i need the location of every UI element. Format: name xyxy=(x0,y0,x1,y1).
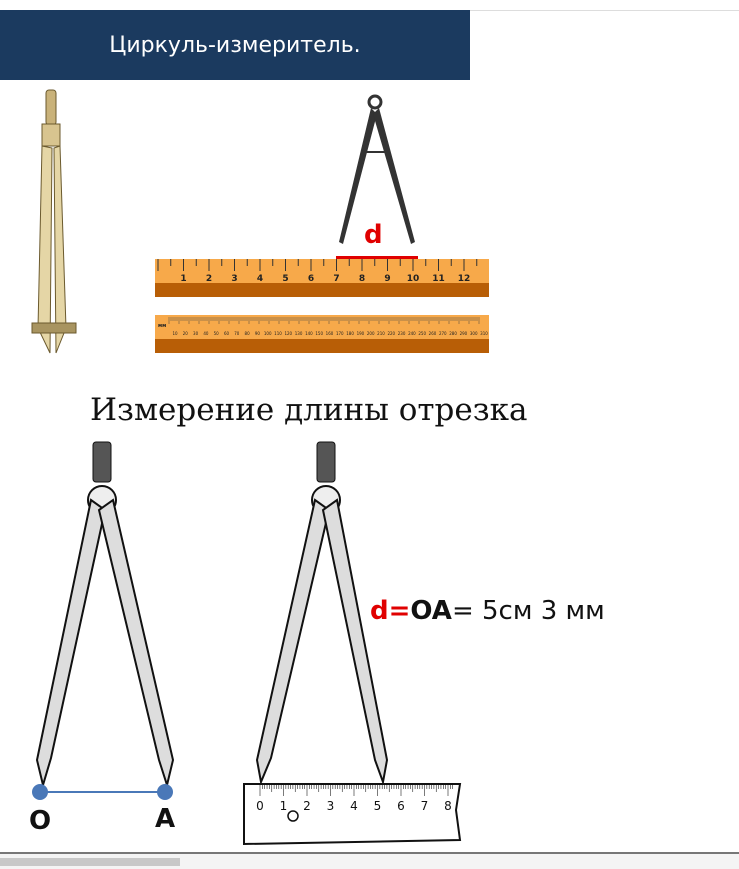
tick-label: 50 xyxy=(214,331,220,336)
tick-label: 1 xyxy=(280,799,288,813)
closed-compass-image xyxy=(31,89,77,354)
tick-label: 240 xyxy=(408,331,416,336)
tick-label: 130 xyxy=(295,331,303,336)
tick-label: 3 xyxy=(231,274,237,284)
tick-label: 4 xyxy=(350,799,358,813)
divider xyxy=(470,10,739,11)
ruler-body xyxy=(155,259,489,283)
tick-label: 60 xyxy=(224,331,230,336)
tick-label: 220 xyxy=(387,331,395,336)
tick-label: 2 xyxy=(303,799,311,813)
tick-label: 7 xyxy=(333,274,339,284)
tick-label: 110 xyxy=(274,331,282,336)
tick-label: 180 xyxy=(346,331,354,336)
tick-label: 140 xyxy=(305,331,313,336)
distance-label-d: d xyxy=(364,220,383,250)
tick-label: 0 xyxy=(256,799,264,813)
formula-d: d= xyxy=(370,596,411,626)
tick-label: 6 xyxy=(308,274,314,284)
formula-value: = 5см 3 мм xyxy=(451,596,605,626)
unit-label: мм xyxy=(158,323,166,329)
formula-oa: OA xyxy=(410,596,452,626)
tick-label: 160 xyxy=(326,331,334,336)
tick-label: 120 xyxy=(284,331,292,336)
tick-label: 40 xyxy=(203,331,209,336)
ruler-body xyxy=(243,783,462,846)
tick-label: 290 xyxy=(460,331,468,336)
tick-label: 12 xyxy=(458,274,471,284)
section-heading: Измерение длины отрезка xyxy=(90,392,528,428)
tick-label: 280 xyxy=(449,331,457,336)
tick-label: 230 xyxy=(398,331,406,336)
measurement-formula: d=OA= 5см 3 мм xyxy=(370,596,605,626)
measuring-ruler: 0 1 2 3 4 5 6 7 8 xyxy=(243,783,462,846)
tick-label: 1 xyxy=(180,274,186,284)
slide-title-banner: Циркуль-измеритель. xyxy=(0,10,470,80)
tick-label: 11 xyxy=(432,274,445,284)
tick-label: 4 xyxy=(257,274,263,284)
tick-label: 8 xyxy=(444,799,452,813)
tick-label: 2 xyxy=(206,274,212,284)
tick-label: 8 xyxy=(359,274,365,284)
scrollbar-thumb[interactable] xyxy=(0,858,180,866)
point-o-label: O xyxy=(29,806,52,836)
point-a-label: A xyxy=(155,804,176,834)
tick-label: 3 xyxy=(327,799,335,813)
ruler-body xyxy=(155,315,489,339)
tick-label: 80 xyxy=(245,331,251,336)
tick-label: 200 xyxy=(367,331,375,336)
distance-segment xyxy=(336,256,418,260)
tick-label: 300 xyxy=(470,331,478,336)
tick-label: 30 xyxy=(193,331,199,336)
horizontal-scrollbar[interactable] xyxy=(0,852,739,869)
ruler-hole xyxy=(287,810,299,822)
tick-label: 10 xyxy=(407,274,420,284)
tick-label: 90 xyxy=(255,331,261,336)
tick-label: 6 xyxy=(397,799,405,813)
tick-label: 70 xyxy=(234,331,240,336)
tick-label: 210 xyxy=(377,331,385,336)
tick-label: 5 xyxy=(282,274,288,284)
tick-label: 190 xyxy=(357,331,365,336)
ruler-edge xyxy=(155,339,489,353)
tick-label: 260 xyxy=(429,331,437,336)
tick-label: 20 xyxy=(183,331,189,336)
tick-label: 310 xyxy=(480,331,488,336)
tick-label: 9 xyxy=(384,274,390,284)
ruler-edge xyxy=(155,283,489,297)
tick-label: 100 xyxy=(264,331,272,336)
compass-on-ruler-image xyxy=(339,94,415,244)
tick-label: 5 xyxy=(374,799,382,813)
tick-label: 7 xyxy=(421,799,429,813)
tick-label: 10 xyxy=(172,331,178,336)
compass-measuring-image xyxy=(255,441,389,785)
tick-label: 170 xyxy=(336,331,344,336)
tick-label: 270 xyxy=(439,331,447,336)
compass-open-image xyxy=(32,441,175,800)
tick-label: 250 xyxy=(418,331,426,336)
slide-title: Циркуль-измеритель. xyxy=(109,32,361,58)
tick-label: 150 xyxy=(315,331,323,336)
